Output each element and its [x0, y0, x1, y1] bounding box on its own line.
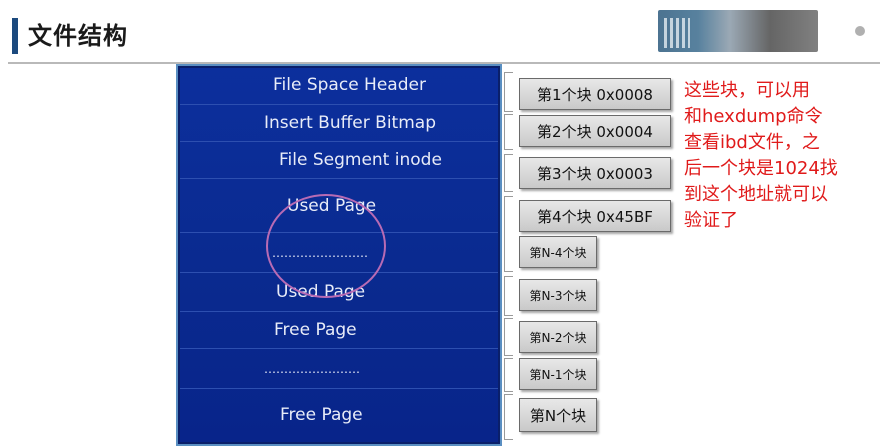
stack-row-ellipsis-2: ……………………	[180, 349, 498, 389]
annotation-line: 验证了	[684, 210, 738, 231]
corner-dot-icon	[855, 26, 865, 36]
block-label-1: 第1个块 0x0008	[519, 78, 671, 110]
stack-row-label: ……………………	[264, 361, 360, 376]
stack-row-insert-buffer-bitmap: Insert Buffer Bitmap	[180, 105, 498, 142]
bracket-connector	[504, 358, 513, 392]
stack-row-label: File Segment inode	[279, 150, 442, 170]
stack-row-label: Free Page	[280, 404, 363, 425]
block-label-n-2: 第N-2个块	[519, 321, 597, 353]
stack-row-free-page-1: Free Page	[180, 312, 498, 349]
stack-row-file-space-header: File Space Header	[180, 66, 498, 105]
annotation-line: 后一个块是1024找	[684, 158, 838, 179]
block-label-n-1: 第N-1个块	[519, 358, 597, 390]
page-title: 文件结构	[28, 22, 128, 50]
block-label-4: 第4个块 0x45BF	[519, 200, 671, 232]
brand-logo	[658, 10, 818, 52]
highlight-circle	[266, 194, 386, 298]
logo-stripes-icon	[664, 18, 690, 48]
annotation-line: 查看ibd文件，之	[684, 132, 820, 153]
stack-row-label: Insert Buffer Bitmap	[264, 113, 436, 133]
bracket-connector	[504, 318, 513, 356]
bracket-connector	[504, 72, 513, 112]
stack-row-label: File Space Header	[273, 75, 426, 95]
annotation-line: 到这个地址就可以	[684, 184, 828, 205]
bracket-connector	[504, 276, 513, 316]
title-accent-bar	[12, 18, 18, 54]
block-label-n-4: 第N-4个块	[519, 236, 597, 268]
block-label-3: 第3个块 0x0003	[519, 157, 671, 189]
bracket-connector	[504, 394, 513, 440]
block-label-n: 第N个块	[519, 398, 597, 432]
block-label-n-3: 第N-3个块	[519, 279, 597, 311]
bracket-connector	[504, 154, 513, 192]
stack-row-file-segment-inode: File Segment inode	[180, 142, 498, 179]
stack-row-free-page-2: Free Page	[180, 389, 498, 440]
annotation-line: 这些块，可以用	[684, 80, 810, 101]
block-label-2: 第2个块 0x0004	[519, 115, 671, 147]
annotation-line: 和hexdump命令	[684, 106, 823, 127]
bracket-connector	[504, 114, 513, 150]
bracket-connector	[504, 196, 513, 272]
header-divider	[8, 62, 880, 64]
stack-row-label: Free Page	[274, 320, 357, 340]
annotation-note: 这些块，可以用 和hexdump命令 查看ibd文件，之 后一个块是1024找 …	[684, 78, 874, 234]
